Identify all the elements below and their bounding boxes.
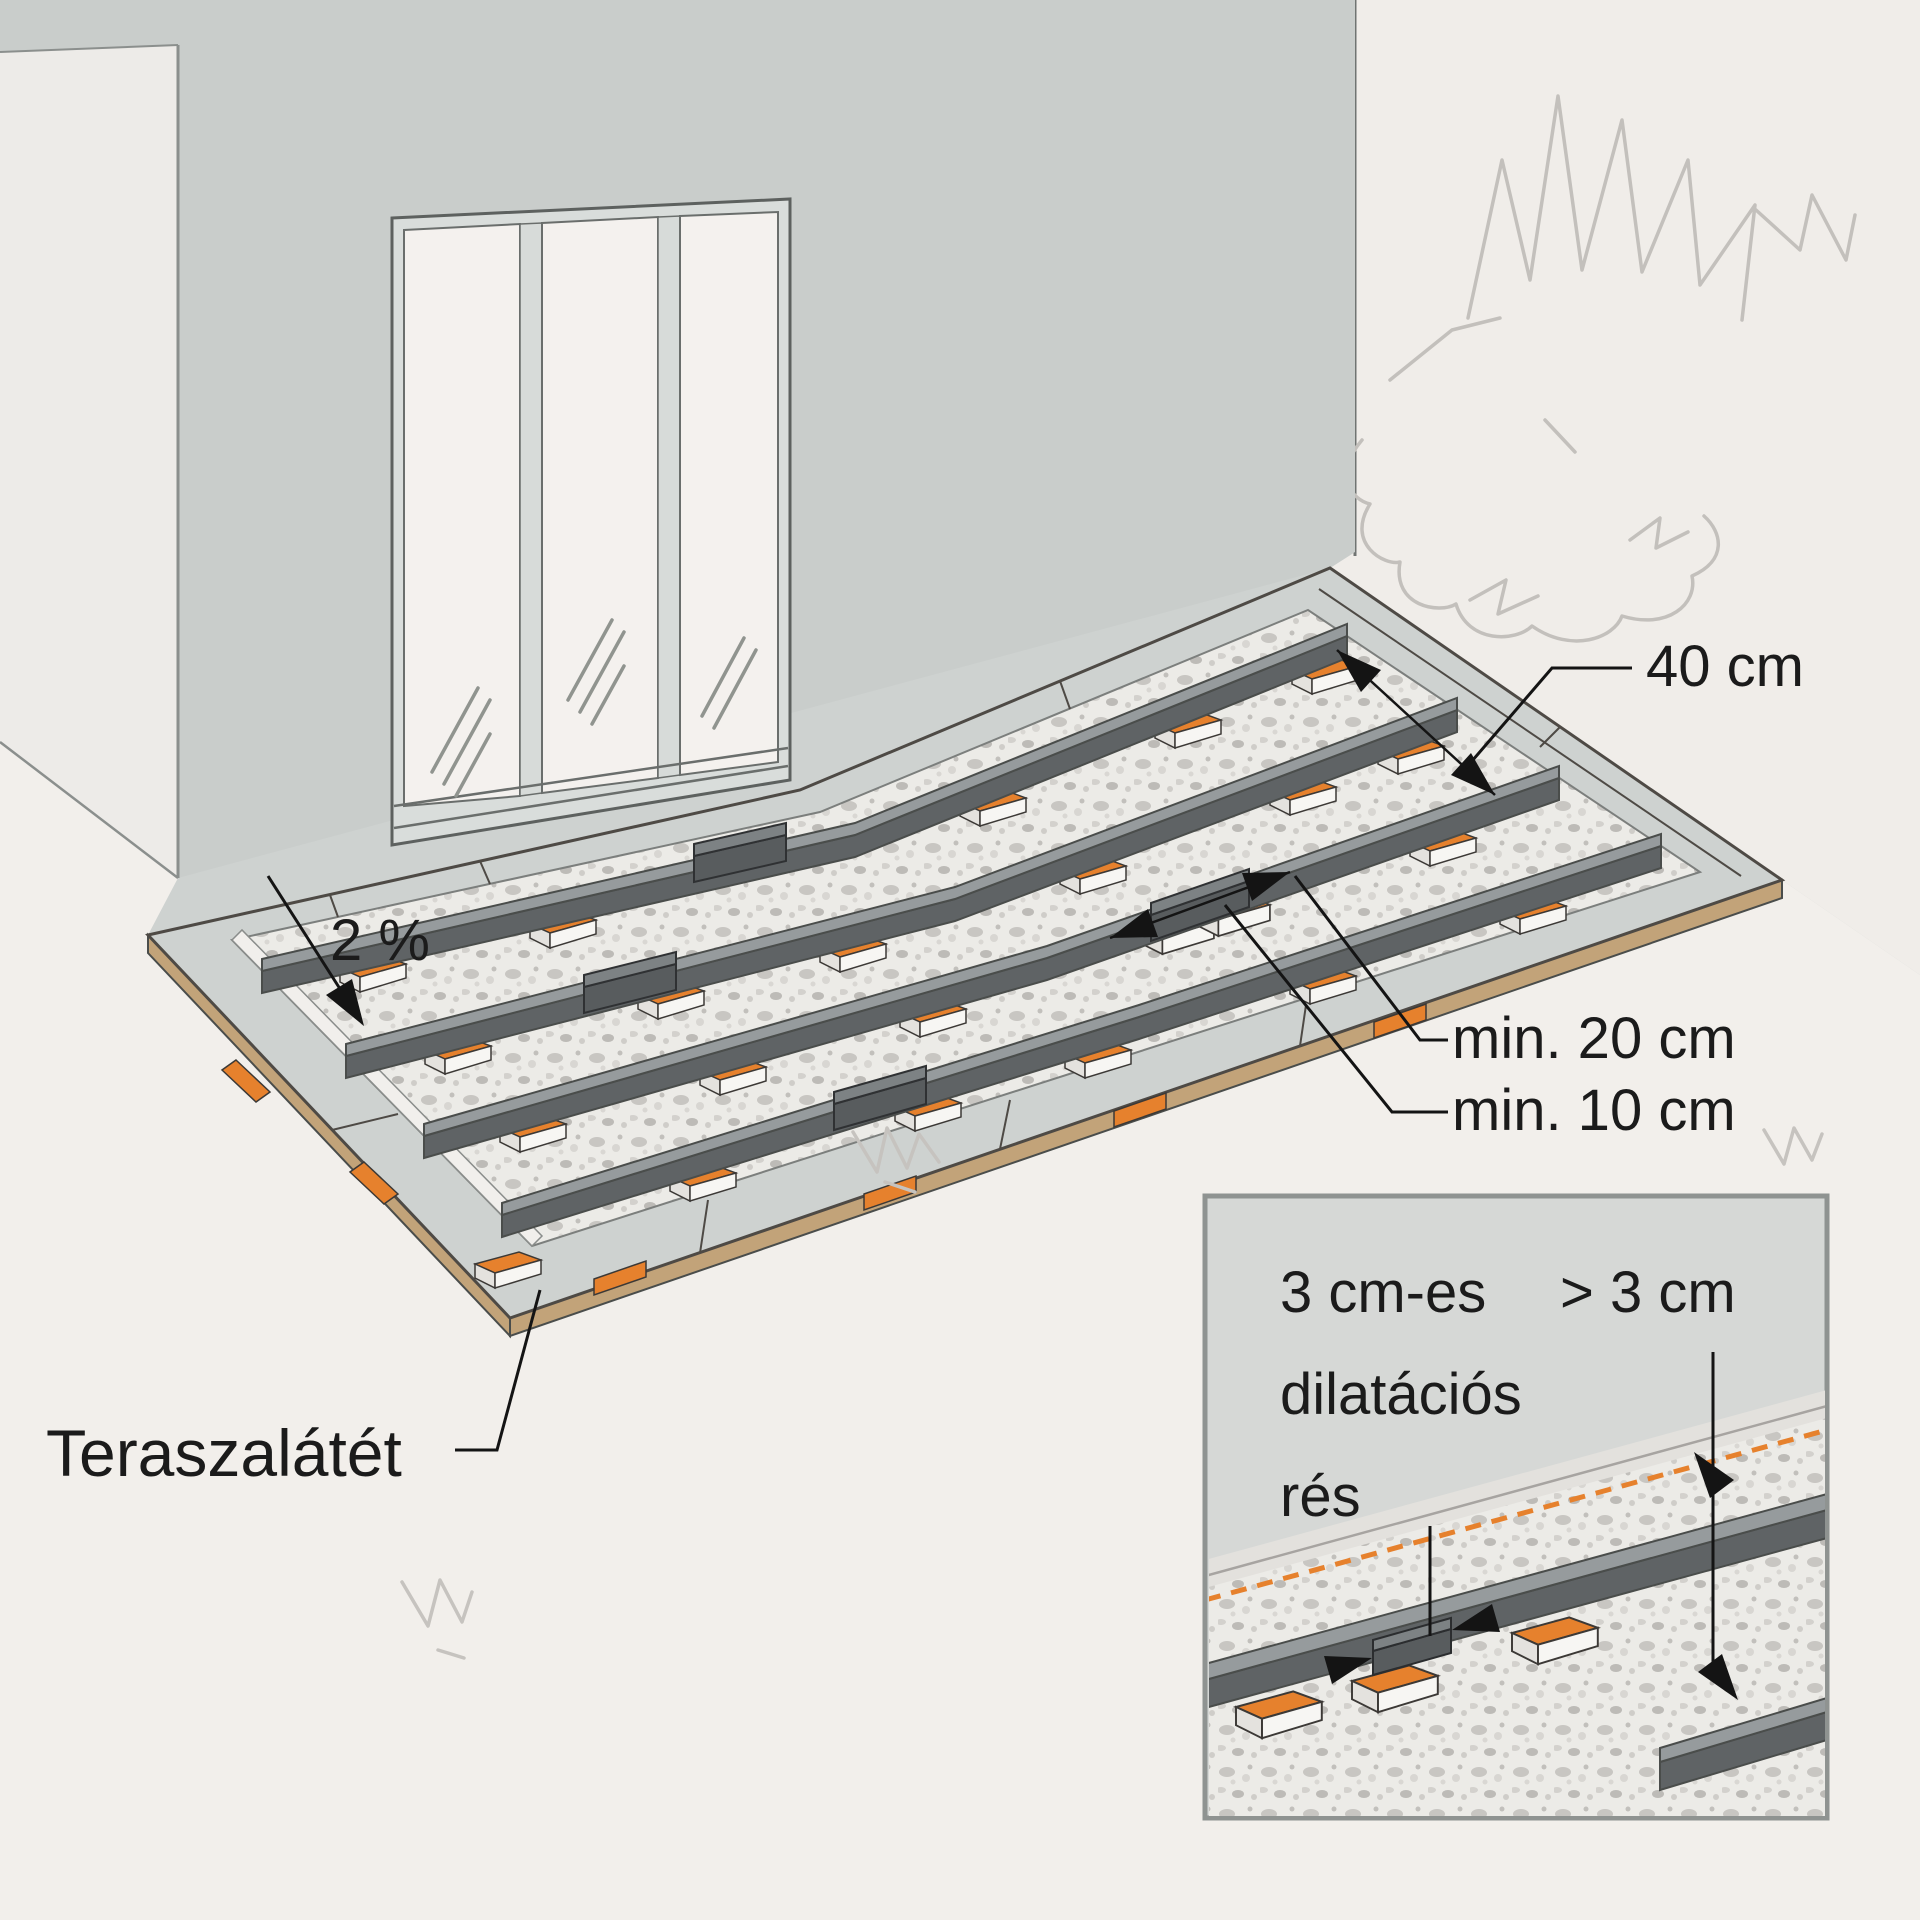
glass-reflection	[430, 618, 758, 798]
spacing-label: 40 cm	[1646, 634, 1804, 699]
frame-plank-seams	[329, 680, 1561, 1254]
joint-annotation: min. 20 cm min. 10 cm	[1109, 870, 1736, 1143]
terrace-frame	[145, 566, 1786, 1320]
joist-connector	[693, 821, 787, 884]
joist	[501, 832, 1662, 1239]
overhang-arrow-icon	[1698, 1654, 1738, 1700]
joist	[423, 764, 1560, 1160]
gap-arrow-icon	[1452, 1604, 1500, 1632]
joint-arrow-icon	[1242, 872, 1290, 901]
grass-sketch	[851, 1126, 941, 1194]
inset-overhang-dimension	[1694, 1352, 1738, 1700]
terrace-door	[390, 197, 792, 847]
overhang-arrow-icon	[1694, 1452, 1734, 1498]
gap-arrow-icon	[1324, 1656, 1372, 1684]
inset-joint-connector	[1372, 1616, 1452, 1677]
inset-detail-box: 3 cm-es dilatációs rés > 3 cm	[1202, 1193, 1830, 1821]
joist-connector	[833, 1064, 927, 1132]
grass-sketches	[400, 1126, 1824, 1660]
pad-length-label: min. 10 cm	[1452, 1078, 1736, 1143]
slope-arrow-icon	[326, 979, 364, 1026]
grass-sketch	[1762, 1126, 1824, 1166]
spacing-arrow-icon	[1337, 650, 1381, 692]
inset-illustration	[1209, 1352, 1825, 1816]
inset-gap-label-line1: 3 cm-es	[1280, 1260, 1486, 1325]
inset-gap-label-line3: rés	[1280, 1464, 1361, 1529]
joist-spacing-annotation: 40 cm	[1336, 634, 1804, 796]
frame-support-pads	[220, 1002, 1427, 1297]
joint-overlap-label: min. 20 cm	[1452, 1006, 1736, 1071]
door-mullion	[657, 215, 681, 779]
slope-label: 2 %	[330, 908, 430, 973]
door-mullion	[519, 222, 543, 797]
inset-gap-label-line2: dilatációs	[1280, 1362, 1522, 1427]
door-pane	[679, 210, 779, 777]
right-wall	[1330, 0, 1920, 975]
slope-annotation: 2 %	[266, 875, 430, 1026]
terrace	[145, 566, 1786, 1339]
left-wall-corner-face	[0, 45, 178, 878]
pad-name-annotation: Teraszalátét	[46, 1289, 542, 1490]
grass-sketch	[400, 1578, 474, 1660]
joists	[261, 622, 1662, 1239]
bush-sketch	[1344, 94, 1857, 643]
pad-name-label: Teraszalátét	[46, 1416, 402, 1490]
inset-joist-stub	[1659, 1697, 1825, 1792]
spacing-arrow-icon	[1451, 753, 1495, 795]
joint-arrow-icon	[1110, 909, 1158, 938]
inset-overhang-label: > 3 cm	[1560, 1260, 1736, 1325]
joist-connector	[583, 950, 677, 1015]
